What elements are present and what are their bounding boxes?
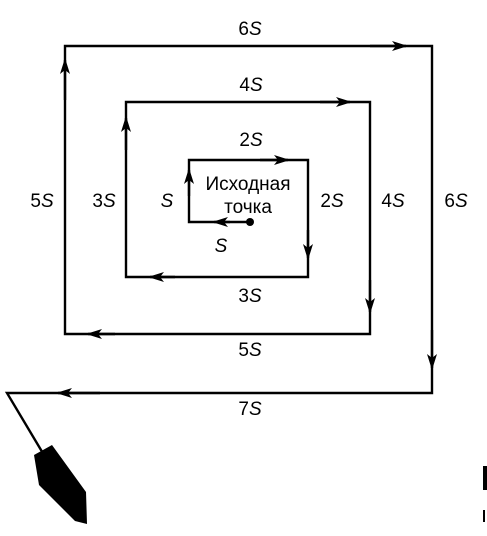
label-leg4-bottom: 3S <box>238 286 262 307</box>
origin-label-line2: точка <box>224 197 272 218</box>
label-leg3-top: 2S <box>239 130 263 151</box>
origin-label-line1: Исходная <box>205 174 290 195</box>
edge-mark <box>483 466 487 490</box>
label-leg5-right: 4S <box>381 191 405 212</box>
track-arrows <box>56 41 437 398</box>
origin-point <box>246 218 254 226</box>
label-leg3-right: 2S <box>320 191 344 212</box>
vessel-icon <box>34 445 87 524</box>
label-leg6-bottom: 5S <box>238 340 262 361</box>
label-leg5-top: 4S <box>239 75 263 96</box>
search-track <box>4 44 434 456</box>
label-leg1: S <box>215 236 228 257</box>
label-leg8-bottom: 7S <box>238 399 262 420</box>
label-leg2: S <box>161 191 174 212</box>
edge-mark-small <box>483 510 485 522</box>
label-leg7-right: 6S <box>444 191 468 212</box>
label-leg6-left: 5S <box>30 191 54 212</box>
label-leg4-left: 3S <box>92 191 116 212</box>
label-leg7-top: 6S <box>238 19 262 40</box>
